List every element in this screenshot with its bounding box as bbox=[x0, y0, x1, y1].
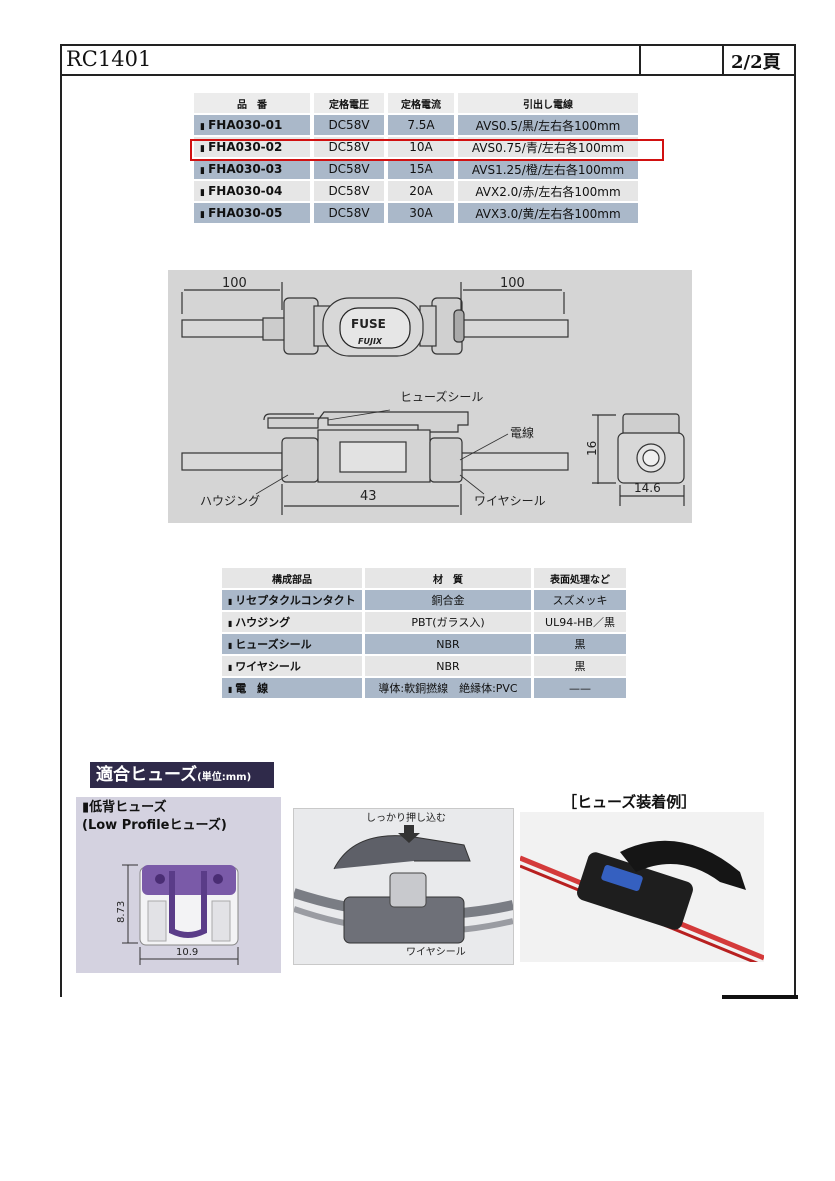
finish: —— bbox=[534, 678, 626, 698]
label-wire-seal: ワイヤシール bbox=[474, 494, 546, 508]
lead-wire: AVX2.0/赤/左右各100mm bbox=[458, 181, 638, 201]
fuse-insert-illustration: しっかり押し込む ワイヤシール bbox=[292, 808, 515, 965]
rated-voltage: DC58V bbox=[314, 137, 384, 157]
part-name: リセプタクルコンタクト bbox=[222, 590, 362, 610]
lp-subtitle: (Low Profileヒューズ) bbox=[82, 818, 227, 833]
part-number: FHA030-01 bbox=[194, 115, 310, 135]
part-number: FHA030-04 bbox=[194, 181, 310, 201]
parts-table: 構成部品 材 質 表面処理など リセプタクルコンタクト 銅合金 スズメッキ ハウ… bbox=[219, 566, 629, 700]
material: 導体:軟銅撚線 絶縁体:PVC bbox=[365, 678, 531, 698]
page-number: 2/2頁 bbox=[731, 52, 781, 73]
lp-title-label: 低背ヒューズ bbox=[89, 800, 167, 815]
lp-dim-height: 8.73 bbox=[116, 901, 127, 923]
lp-title-text: ▮低背ヒューズ bbox=[82, 800, 167, 815]
page-border-right bbox=[794, 75, 796, 997]
part-number: FHA030-03 bbox=[194, 159, 310, 179]
lead-wire: AVS1.25/橙/左右各100mm bbox=[458, 159, 638, 179]
material: NBR bbox=[365, 656, 531, 676]
installation-photo-svg bbox=[519, 840, 765, 968]
dim-height-text: 16 bbox=[585, 441, 599, 456]
rated-voltage: DC58V bbox=[314, 159, 384, 179]
rated-voltage: DC58V bbox=[314, 115, 384, 135]
col-header-part-no: 品 番 bbox=[194, 93, 310, 113]
brand-text: FUJIX bbox=[358, 337, 383, 346]
table-row: FHA030-04 DC58V 20A AVX2.0/赤/左右各100mm bbox=[194, 181, 638, 201]
col-header-voltage: 定格電圧 bbox=[314, 93, 384, 113]
rated-current: 30A bbox=[388, 203, 454, 223]
page-border-left bbox=[60, 75, 62, 997]
material: 銅合金 bbox=[365, 590, 531, 610]
col-header-material: 材 質 bbox=[365, 568, 531, 588]
lead-wire: AVX3.0/黄/左右各100mm bbox=[458, 203, 638, 223]
table-row: ワイヤシール NBR 黒 bbox=[222, 656, 626, 676]
rated-current: 10A bbox=[388, 137, 454, 157]
dim-right-text: 100 bbox=[500, 276, 525, 291]
lead-wire: AVS0.5/黒/左右各100mm bbox=[458, 115, 638, 135]
table-row: FHA030-02 DC58V 10A AVS0.75/青/左右各100mm bbox=[194, 137, 638, 157]
table-row: FHA030-01 DC58V 7.5A AVS0.5/黒/左右各100mm bbox=[194, 115, 638, 135]
drawing-svg: 100 100 FUSE FUJIX ヒューズシール 電線 ハウジング ワイヤシ… bbox=[181, 276, 685, 515]
dim-length-text: 43 bbox=[360, 489, 377, 504]
finish: 黒 bbox=[534, 634, 626, 654]
lead-wire: AVS0.75/青/左右各100mm bbox=[458, 137, 638, 157]
push-label: しっかり押し込む bbox=[366, 811, 446, 824]
rated-current: 7.5A bbox=[388, 115, 454, 135]
dimension-drawing: 100 100 FUSE FUJIX ヒューズシール 電線 ハウジング ワイヤシ… bbox=[168, 270, 692, 523]
header-frame bbox=[60, 44, 796, 76]
part-number: FHA030-02 bbox=[194, 137, 310, 157]
low-profile-fuse-title: ▮低背ヒューズ (Low Profileヒューズ) bbox=[82, 799, 227, 835]
header-divider bbox=[722, 44, 724, 76]
low-profile-fuse-panel: 8.73 10.9 bbox=[76, 797, 281, 973]
fuse-installation-photo bbox=[519, 812, 765, 968]
rated-current: 20A bbox=[388, 181, 454, 201]
label-wire: 電線 bbox=[510, 425, 534, 440]
fuse-section-title: 適合ヒューズ(単位:mm) bbox=[90, 762, 274, 788]
finish: UL94-HB／黒 bbox=[534, 612, 626, 632]
rated-voltage: DC58V bbox=[314, 181, 384, 201]
col-header-part: 構成部品 bbox=[222, 568, 362, 588]
header-divider bbox=[639, 44, 641, 76]
fuse-label-text: FUSE bbox=[351, 317, 386, 331]
label-fuse-seal: ヒューズシール bbox=[400, 389, 483, 404]
fuse-unit-text: (単位:mm) bbox=[197, 772, 252, 783]
parts-table-wrap: 構成部品 材 質 表面処理など リセプタクルコンタクト 銅合金 スズメッキ ハウ… bbox=[219, 566, 629, 700]
table-row: FHA030-05 DC58V 30A AVX3.0/黄/左右各100mm bbox=[194, 203, 638, 223]
document-code: RC1401 bbox=[66, 47, 152, 71]
page-bottom-mark bbox=[722, 995, 798, 999]
spec-table-wrap: 品 番 定格電圧 定格電流 引出し電線 FHA030-01 DC58V 7.5A… bbox=[190, 91, 642, 225]
lp-dim-width: 10.9 bbox=[176, 947, 198, 958]
row-highlight-box bbox=[190, 139, 664, 161]
part-name: ワイヤシール bbox=[222, 656, 362, 676]
dim-width-text: 14.6 bbox=[634, 481, 661, 495]
rated-voltage: DC58V bbox=[314, 203, 384, 223]
table-row: 電 線 導体:軟銅撚線 絶縁体:PVC —— bbox=[222, 678, 626, 698]
table-row: リセプタクルコンタクト 銅合金 スズメッキ bbox=[222, 590, 626, 610]
dim-left-text: 100 bbox=[222, 276, 247, 291]
material: PBT(ガラス入) bbox=[365, 612, 531, 632]
part-number: FHA030-05 bbox=[194, 203, 310, 223]
part-name: ハウジング bbox=[222, 612, 362, 632]
example-caption: ［ヒューズ装着例］ bbox=[562, 793, 697, 811]
wire-seal-label: ワイヤシール bbox=[406, 947, 466, 958]
low-profile-fuse-drawing: 8.73 10.9 bbox=[116, 864, 239, 965]
spec-table: 品 番 定格電圧 定格電流 引出し電線 FHA030-01 DC58V 7.5A… bbox=[190, 91, 642, 225]
insert-illustration-svg: しっかり押し込む ワイヤシール bbox=[292, 811, 515, 958]
part-name: ヒューズシール bbox=[222, 634, 362, 654]
col-header-finish: 表面処理など bbox=[534, 568, 626, 588]
table-row: ヒューズシール NBR 黒 bbox=[222, 634, 626, 654]
col-header-wire: 引出し電線 bbox=[458, 93, 638, 113]
material: NBR bbox=[365, 634, 531, 654]
table-row: FHA030-03 DC58V 15A AVS1.25/橙/左右各100mm bbox=[194, 159, 638, 179]
label-housing: ハウジング bbox=[200, 494, 260, 508]
part-name: 電 線 bbox=[222, 678, 362, 698]
table-row: ハウジング PBT(ガラス入) UL94-HB／黒 bbox=[222, 612, 626, 632]
rated-current: 15A bbox=[388, 159, 454, 179]
fuse-title-text: 適合ヒューズ bbox=[96, 765, 198, 785]
finish: 黒 bbox=[534, 656, 626, 676]
col-header-current: 定格電流 bbox=[388, 93, 454, 113]
finish: スズメッキ bbox=[534, 590, 626, 610]
